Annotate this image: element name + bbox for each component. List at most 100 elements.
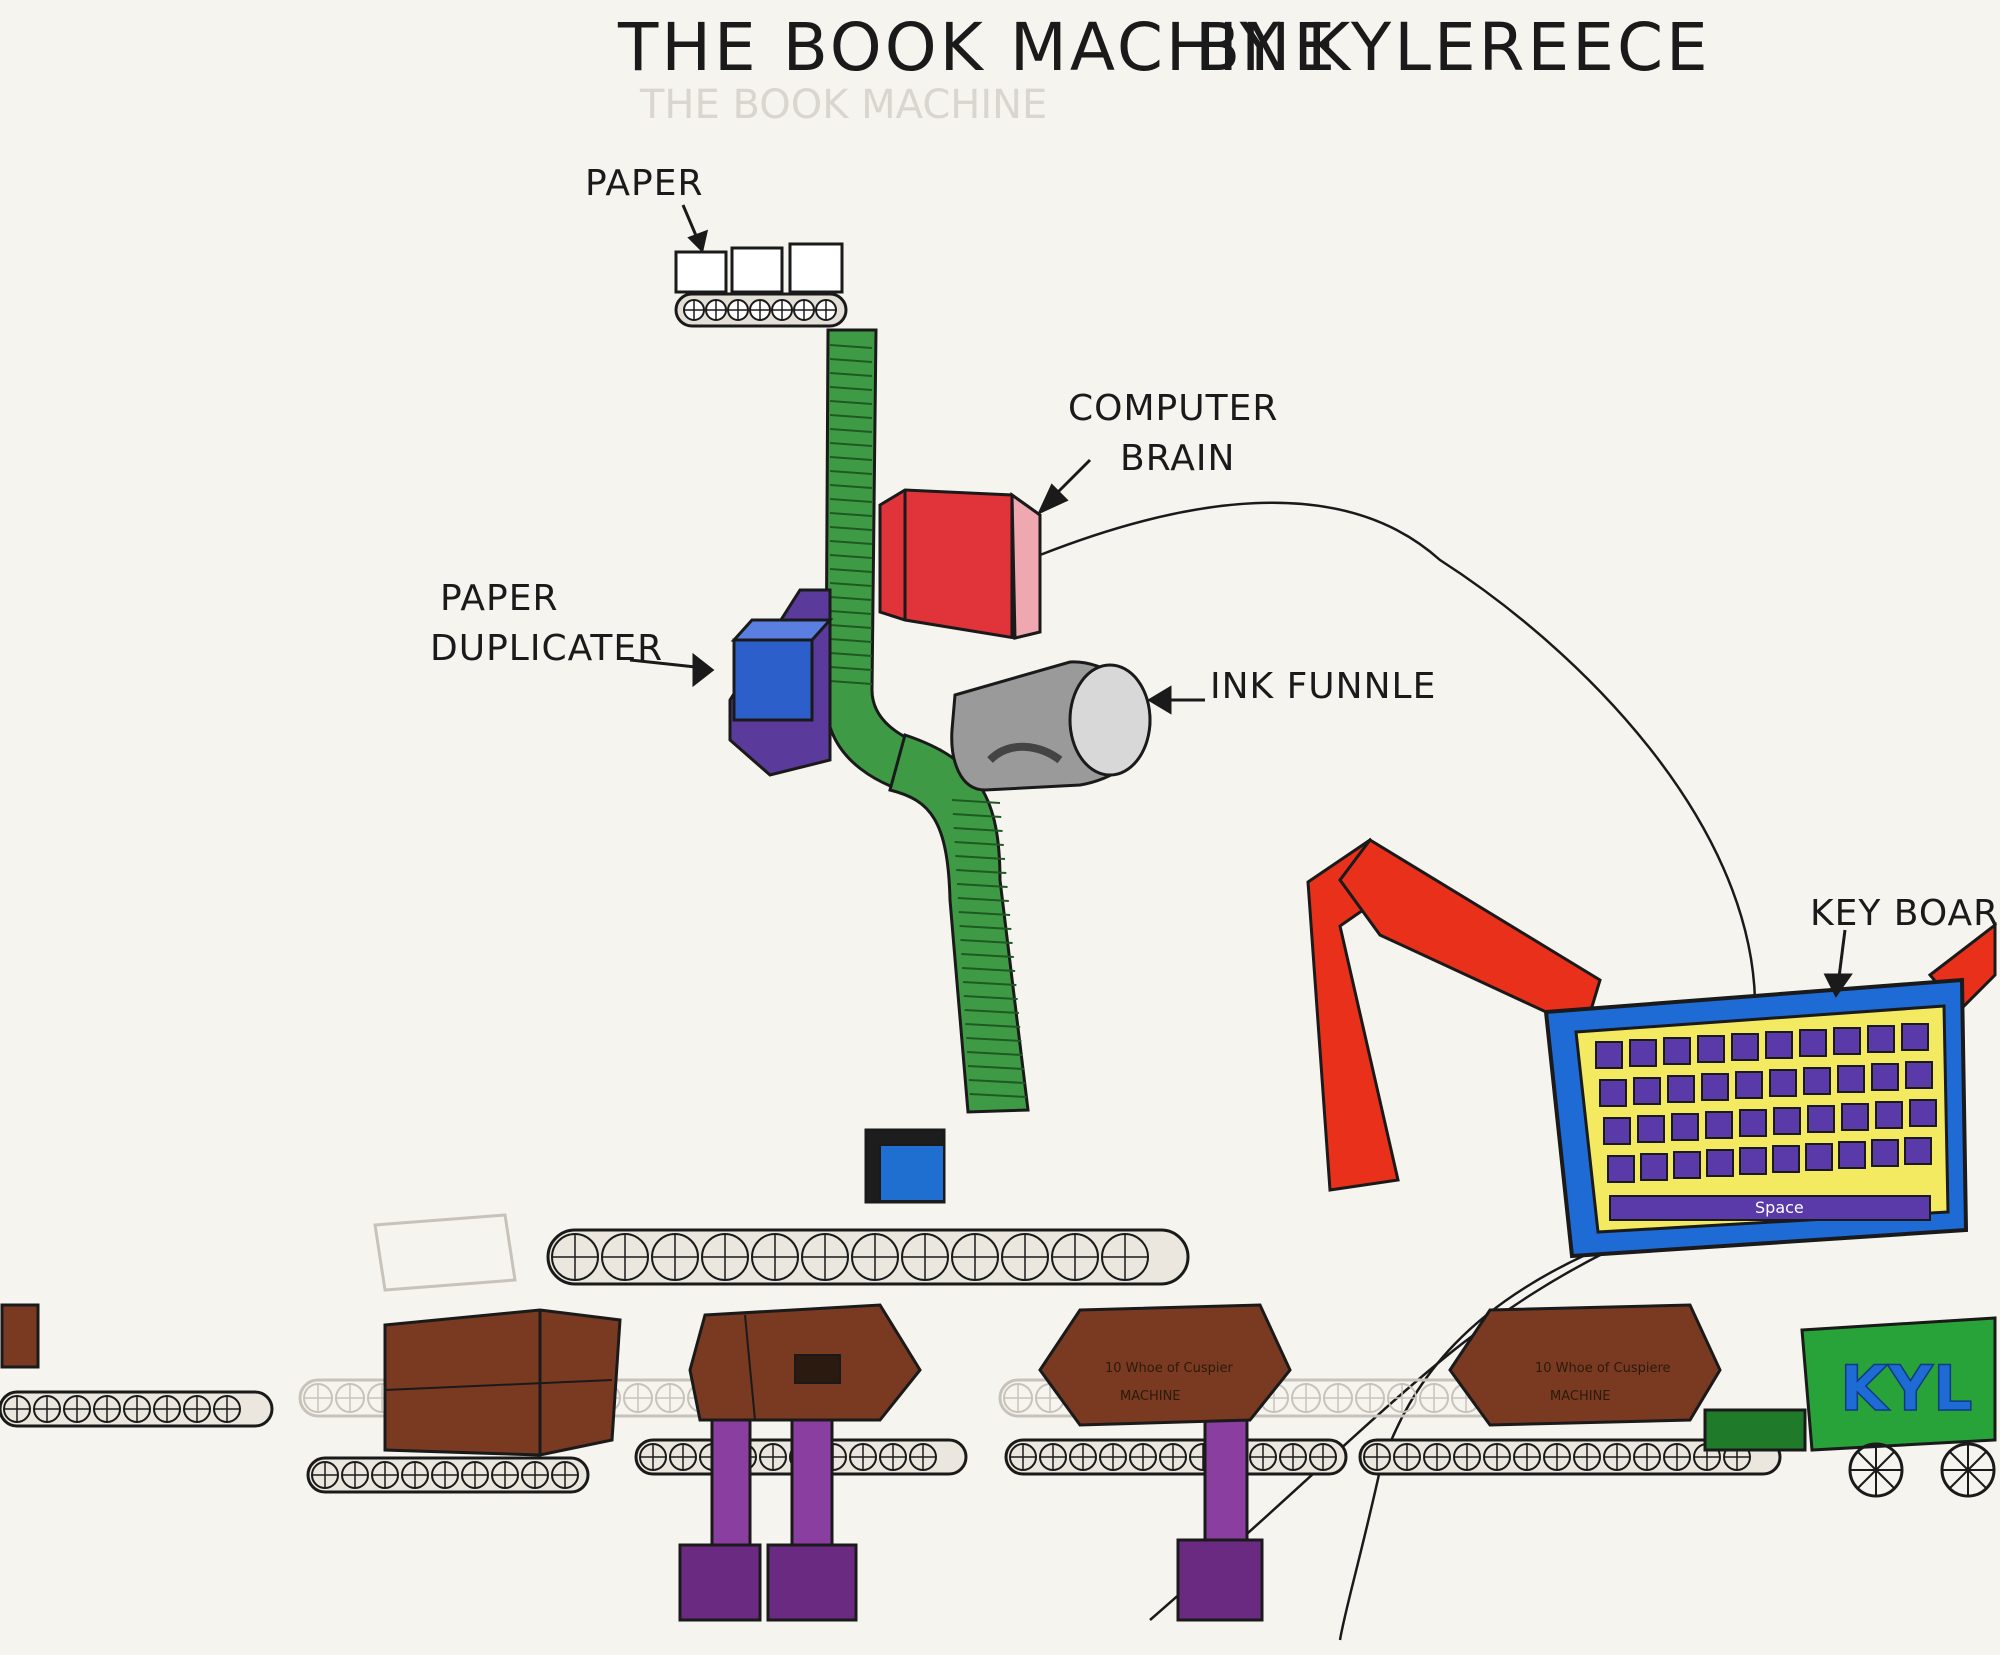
keyboard-key (1805, 1143, 1833, 1171)
tube-rib (829, 652, 873, 657)
keyboard-spacebar-row (1609, 1195, 1931, 1221)
tube-rib (965, 1023, 1021, 1028)
tube-rib (955, 855, 1006, 860)
keyboard-key (1705, 1111, 1733, 1139)
funnle-opening (1068, 663, 1152, 777)
tube-rib (951, 799, 1001, 804)
tube-rib (829, 428, 873, 433)
conveyor-top (546, 1228, 1190, 1286)
label-computer-brain-line1: COMPUTER (1068, 388, 1278, 429)
ink-arrowhead (1147, 685, 1172, 715)
tube-rib (829, 484, 873, 489)
roller (815, 299, 837, 321)
labels: PAPER COMPUTER BRAIN PAPER DUPLICATER IN… (430, 163, 2000, 934)
keyboard-key (1909, 1099, 1937, 1127)
roller (727, 299, 749, 321)
tube-rib (957, 897, 1009, 902)
tube-rib (829, 610, 873, 615)
tube-rib (829, 400, 873, 405)
tube-rib (961, 953, 1014, 958)
tube-rib (829, 498, 873, 503)
keyboard-key (1667, 1075, 1695, 1103)
paper-sheet (788, 242, 844, 294)
keyboard-key (1871, 1139, 1899, 1167)
keyboard-key (1640, 1153, 1668, 1181)
keyboard-key (1671, 1113, 1699, 1141)
conveyor-mid-left (306, 1456, 590, 1494)
box-4-text-line1: 10 Whoe of Cuspiere (1535, 1361, 1671, 1376)
label-keyboard: KEY BOARD (1810, 893, 2000, 934)
brain-side (1010, 492, 1042, 640)
delivery-truck: KYL (1703, 1316, 1997, 1498)
paper-sheet (730, 246, 784, 294)
tube-rib (829, 596, 873, 601)
tube-rib (953, 827, 1003, 832)
roller (683, 299, 705, 321)
keyboard-key (1663, 1037, 1691, 1065)
keyboard-arrowhead (1823, 973, 1853, 998)
keyboard-keys (1595, 1023, 1937, 1221)
tube-rib (968, 1079, 1026, 1084)
tube-rib (829, 512, 873, 517)
tube-rib (829, 526, 873, 531)
conveyor-left (0, 1390, 274, 1428)
tube-rib (829, 414, 873, 419)
keyboard-key (1833, 1027, 1861, 1055)
tube-rib (829, 540, 873, 545)
duplicater-top (730, 618, 834, 642)
brain-keyboard-cable (1039, 501, 1757, 1001)
support-leg (710, 1408, 752, 1562)
keyboard-key (1731, 1033, 1759, 1061)
ink-funnle (950, 660, 1152, 792)
tube-rib (956, 883, 1008, 888)
title-group: THE BOOK MACHINE BY KYLEREECE THE BOOK M… (617, 9, 1711, 128)
brown-box-1 (383, 1308, 622, 1457)
roller (771, 299, 793, 321)
keyboard-key (1701, 1073, 1729, 1101)
box-3-text-line2: MACHINE (1120, 1389, 1181, 1404)
space-key-label: Space (1755, 1198, 1804, 1217)
support-leg (1203, 1408, 1249, 1562)
conveyor-mid-right (1004, 1438, 1348, 1476)
truck-body (1800, 1316, 1997, 1452)
computer-brain (878, 488, 1042, 640)
keyboard-key (1769, 1069, 1797, 1097)
tube-rib (966, 1037, 1022, 1042)
keyboard-key (1607, 1155, 1635, 1183)
tube-rib (969, 1093, 1027, 1098)
label-paper-duplicater-line2: DUPLICATER (430, 628, 663, 669)
keyboard-key (1739, 1109, 1767, 1137)
tube-rib (967, 1065, 1024, 1070)
support-leg (790, 1408, 834, 1562)
drawing-author: BY KYLEREECE (1195, 9, 1711, 86)
tube-rib (960, 939, 1013, 944)
keyboard-key (1838, 1141, 1866, 1169)
keyboard-key (1867, 1025, 1895, 1053)
tube-rib (958, 911, 1011, 916)
keyboard-key (1807, 1105, 1835, 1133)
tube-rib (829, 568, 873, 573)
support-foot (678, 1543, 762, 1622)
tube-rib (829, 386, 873, 391)
keyboard-key (1629, 1039, 1657, 1067)
keyboard-key (1735, 1071, 1763, 1099)
keyboard-key (1904, 1137, 1932, 1165)
box-4-text-line2: MACHINE (1550, 1389, 1611, 1404)
label-paper: PAPER (585, 163, 704, 204)
tube-rib (829, 582, 873, 587)
paper-duplicater (728, 588, 834, 777)
keyboard-key (1706, 1149, 1734, 1177)
roller (793, 299, 815, 321)
book-under-tube (864, 1128, 946, 1204)
tube-rib (829, 470, 873, 475)
tube-lower (888, 733, 1030, 1114)
tube-rib (962, 967, 1016, 972)
keyboard-key (1905, 1061, 1933, 1089)
keyboard-key (1633, 1077, 1661, 1105)
tube-rib (963, 995, 1018, 1000)
truck-sign: KYL (1840, 1352, 1972, 1425)
keyboard-key (1603, 1117, 1631, 1145)
box-3-text-line1: 10 Whoe of Cuspier (1105, 1361, 1233, 1376)
brown-box-3 (1038, 1303, 1292, 1427)
